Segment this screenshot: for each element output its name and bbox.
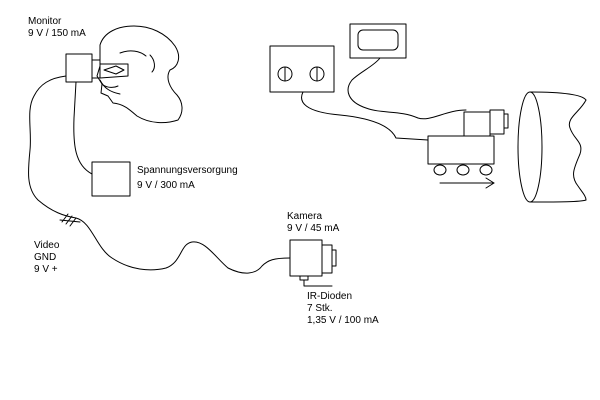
cable-label: Video GND 9 V +: [34, 240, 59, 276]
monitor-name: Monitor: [28, 16, 62, 27]
control-to-vehicle-wire: [301, 91, 429, 141]
ir-diodes-name: IR-Dioden: [307, 291, 353, 302]
display-monitor: [349, 23, 407, 59]
monitor-to-power-wire: [73, 81, 93, 175]
pipe-section: [517, 91, 587, 203]
main-cable: [27, 75, 291, 274]
monitor-spec: 9 V / 150 mA: [28, 28, 86, 39]
cable-gnd: GND: [34, 252, 57, 263]
ir-diodes-spec: 1,35 V / 100 mA: [307, 315, 379, 326]
control-box: [269, 45, 335, 93]
cable-cross-marks: [59, 213, 81, 227]
power-supply-box: [91, 161, 131, 197]
ir-diode-mount: [299, 275, 333, 287]
camera-name: Kamera: [287, 211, 323, 222]
display-to-vehicle-wire: [347, 57, 467, 120]
camera-label: Kamera 9 V / 45 mA: [287, 211, 339, 235]
power-supply-spec: 9 V / 300 mA: [137, 180, 195, 191]
monitor-eyepiece: [99, 63, 129, 79]
camera-spec: 9 V / 45 mA: [287, 223, 340, 234]
crawler-vehicle: [427, 109, 509, 176]
camera-box: [289, 239, 337, 277]
power-supply-name: Spannungsversorgung: [137, 165, 238, 176]
ir-diodes-count: 7 Stk.: [307, 303, 333, 314]
direction-arrow: [439, 177, 495, 189]
cable-power: 9 V +: [34, 264, 58, 275]
power-supply-label: Spannungsversorgung 9 V / 300 mA: [137, 165, 238, 192]
person-head: [96, 25, 183, 124]
monitor-label: Monitor 9 V / 150 mA: [28, 16, 86, 40]
cable-video: Video: [34, 240, 60, 251]
monitor-box: [65, 53, 101, 83]
ir-diodes-label: IR-Dioden 7 Stk. 1,35 V / 100 mA: [307, 291, 379, 327]
